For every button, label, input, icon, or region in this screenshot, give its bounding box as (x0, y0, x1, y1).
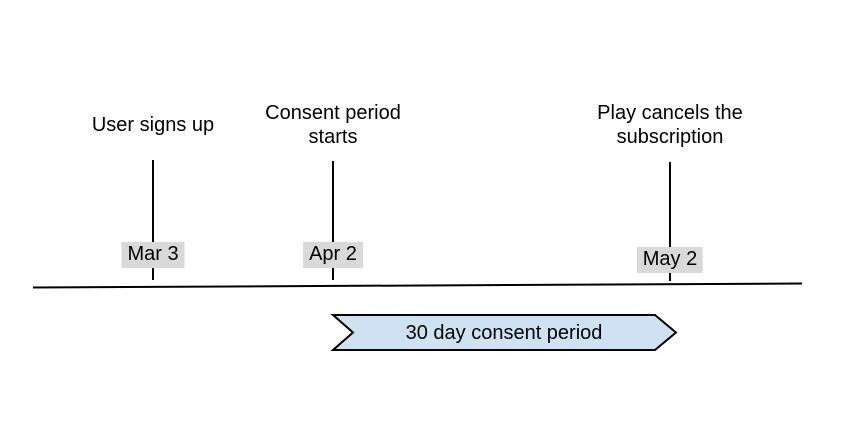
date-badge-may-2: May 2 (636, 247, 704, 273)
event-tick-mar-3 (152, 160, 154, 280)
timeline-axis-line (32, 282, 803, 289)
consent-period-banner-label: 30 day consent period (405, 321, 603, 344)
date-badge-apr-2: Apr 2 (303, 242, 363, 268)
event-label-play-cancels-subscription: Play cancels the subscription (597, 101, 743, 148)
event-tick-may-2 (669, 162, 671, 281)
event-label-consent-period-starts: Consent period starts (265, 101, 401, 148)
event-tick-apr-2 (332, 161, 334, 280)
date-badge-mar-3: Mar 3 (121, 242, 185, 268)
event-label-user-signs-up: User signs up (91, 113, 215, 136)
